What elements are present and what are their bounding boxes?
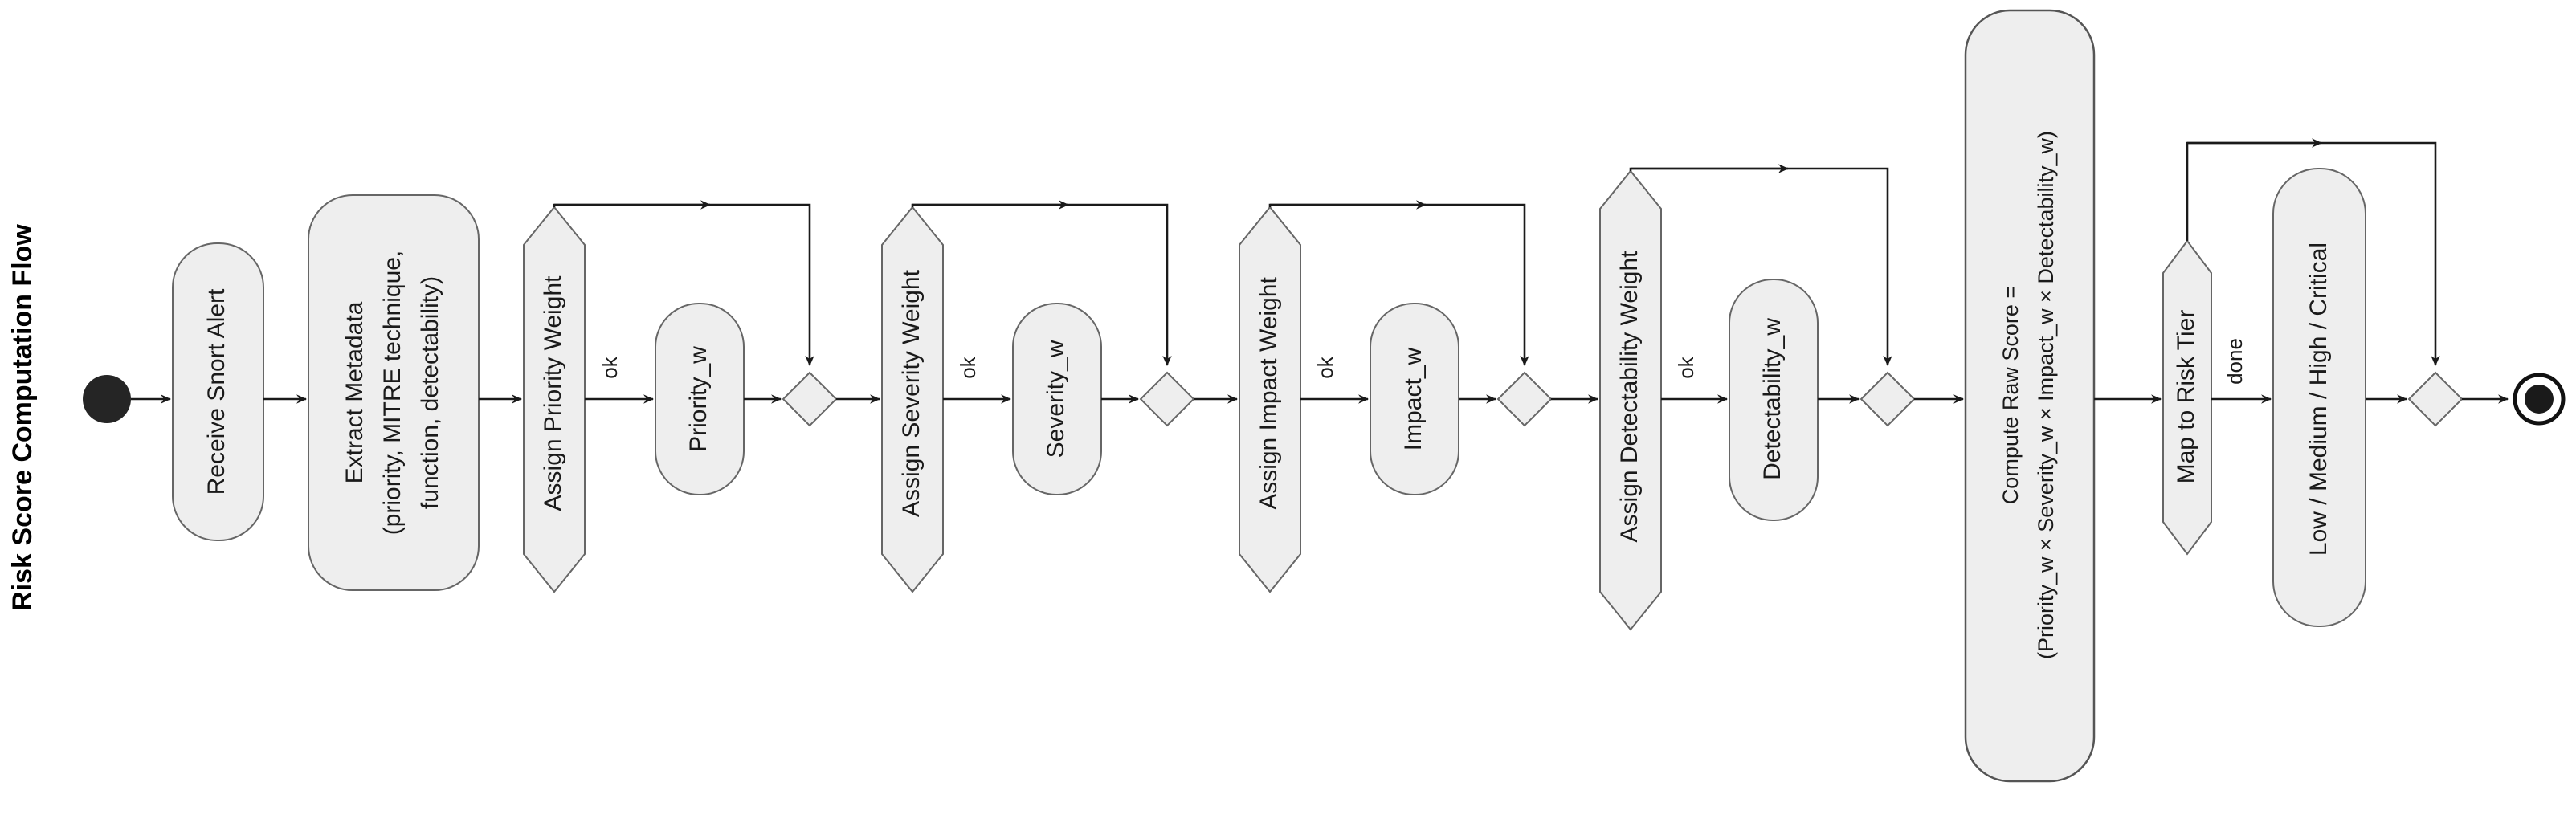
node-receive-snort-alert-label: Receive Snort Alert	[203, 288, 230, 495]
diagram-title: Risk Score Computation Flow	[7, 224, 38, 611]
start-node	[83, 375, 131, 423]
node-merge-priority-shape[interactable]	[782, 371, 838, 427]
node-compute-raw-score[interactable]: Compute Raw Score = (Priority_w × Severi…	[1964, 9, 2096, 783]
node-assign-detectability-weight[interactable]: Assign Detectability Weight	[1599, 169, 1662, 631]
node-priority-w[interactable]: Priority_w	[655, 303, 745, 495]
edge-label-priority-ok: ok	[598, 356, 622, 378]
node-severity-w[interactable]: Severity_w	[1012, 303, 1102, 495]
node-extract-metadata-shape[interactable]	[308, 194, 480, 591]
node-receive-snort-alert-shape[interactable]	[172, 242, 264, 541]
node-risk-tiers-shape[interactable]	[2272, 168, 2366, 627]
node-merge-impact[interactable]	[1496, 371, 1553, 427]
node-assign-severity-weight[interactable]: Assign Severity Weight	[881, 206, 944, 593]
page-title: Risk Score Computation Flow	[7, 224, 38, 611]
node-map-to-risk-tier-label: Map to Risk Tier	[2173, 310, 2199, 484]
node-assign-impact-weight[interactable]: Assign Impact Weight	[1239, 206, 1301, 593]
node-merge-severity[interactable]	[1139, 371, 1195, 427]
node-priority-w-label: Priority_w	[685, 346, 712, 452]
node-risk-tiers-label: Low / Medium / High / Critical	[2305, 242, 2332, 556]
end-node	[2513, 373, 2566, 426]
node-compute-raw-score-label-line1: Compute Raw Score =	[1998, 286, 2023, 504]
node-assign-priority-weight-label: Assign Priority Weight	[540, 275, 566, 511]
edge-label-impact-ok: ok	[1313, 356, 1337, 378]
node-extract-metadata-label-line2: (priority, MITRE technique,	[379, 251, 406, 536]
node-extract-metadata[interactable]: Extract Metadata (priority, MITRE techni…	[308, 194, 480, 591]
node-severity-w-label: Severity_w	[1043, 340, 1069, 458]
start-node-dot	[83, 375, 131, 423]
node-impact-w-label: Impact_w	[1400, 347, 1427, 450]
node-extract-metadata-label-line3: function, detectability)	[417, 276, 443, 509]
node-map-to-risk-tier[interactable]: Map to Risk Tier	[2162, 239, 2212, 556]
node-merge-detectability-shape[interactable]	[1860, 371, 1916, 427]
node-merge-severity-shape[interactable]	[1139, 371, 1195, 427]
node-merge-priority[interactable]	[782, 371, 838, 427]
node-assign-impact-weight-label: Assign Impact Weight	[1255, 277, 1282, 510]
node-detectability-w-label: Detectability_w	[1759, 318, 1786, 480]
node-detectability-w[interactable]: Detectability_w	[1729, 279, 1819, 521]
edge-label-risk-tier-done: done	[2223, 338, 2247, 385]
node-receive-snort-alert[interactable]: Receive Snort Alert	[172, 242, 264, 541]
node-merge-detectability[interactable]	[1860, 371, 1916, 427]
end-node-dot	[2525, 385, 2554, 414]
node-merge-impact-shape[interactable]	[1496, 371, 1553, 427]
node-impact-w[interactable]: Impact_w	[1370, 303, 1459, 495]
node-assign-severity-weight-label: Assign Severity Weight	[898, 269, 925, 517]
node-merge-final[interactable]	[2407, 371, 2464, 427]
node-compute-raw-score-shape[interactable]	[1964, 9, 2096, 783]
node-compute-raw-score-label-line2: (Priority_w × Severity_w × Impact_w × De…	[2034, 131, 2058, 659]
node-extract-metadata-label-line1: Extract Metadata	[341, 301, 368, 483]
edge-label-detectability-ok: ok	[1674, 356, 1698, 378]
node-risk-tiers[interactable]: Low / Medium / High / Critical	[2272, 168, 2366, 627]
node-assign-detectability-weight-label: Assign Detectability Weight	[1616, 251, 1643, 543]
edge-label-severity-ok: ok	[956, 356, 980, 378]
node-assign-priority-weight[interactable]: Assign Priority Weight	[523, 206, 586, 593]
node-merge-final-shape[interactable]	[2407, 371, 2464, 427]
